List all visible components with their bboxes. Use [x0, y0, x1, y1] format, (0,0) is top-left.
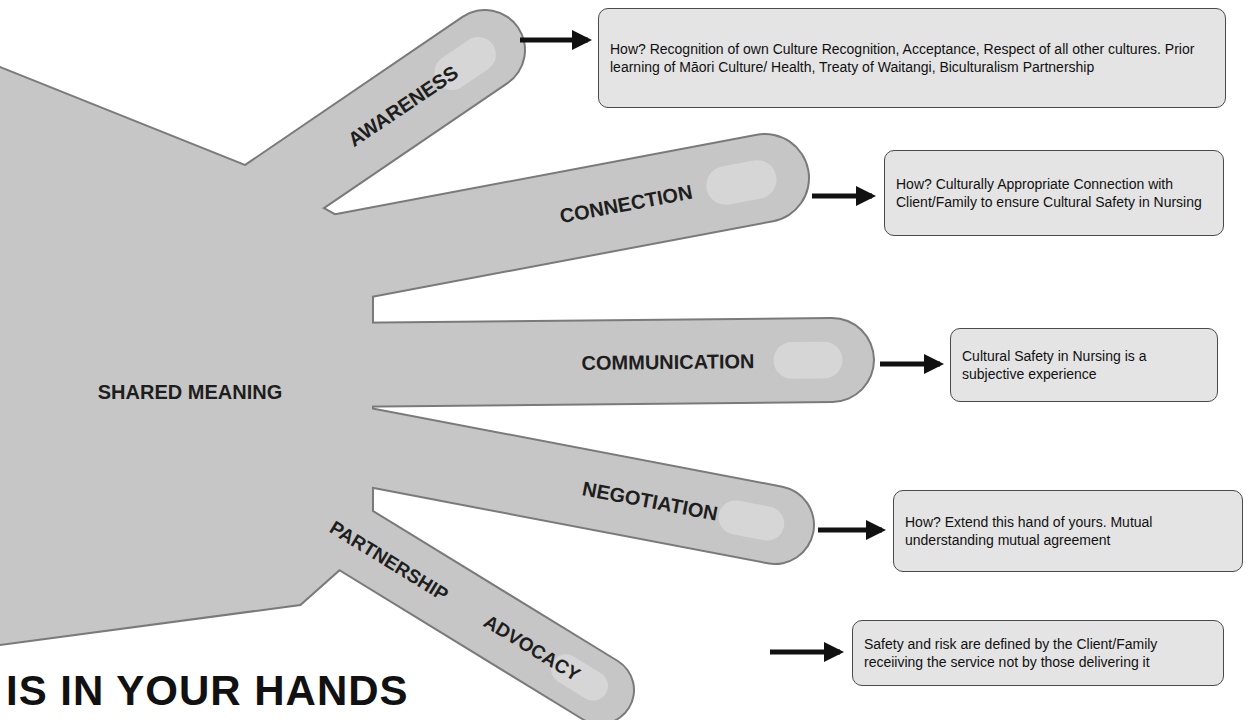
finger [250, 50, 485, 210]
finger [330, 440, 775, 525]
callout-box: How? Culturally Appropriate Connection w… [884, 150, 1224, 236]
finger-label: COMMUNICATION [581, 351, 754, 373]
finger-label: SHARED MEANING [98, 382, 282, 402]
callout-text: How? Culturally Appropriate Connection w… [896, 175, 1212, 211]
callout-text: Cultural Safety in Nursing is a subjecti… [962, 347, 1206, 383]
finger [290, 500, 600, 690]
finger [330, 178, 765, 260]
callout-box: How? Recognition of own Culture Recognit… [598, 8, 1226, 108]
leader-arrow [812, 194, 872, 199]
callout-text: Safety and risk are defined by the Clien… [864, 635, 1212, 671]
fingernail [736, 517, 767, 523]
callout-box: How? Extend this hand of yours. Mutual u… [893, 490, 1243, 572]
finger-outline [330, 440, 775, 525]
leader-arrow [770, 650, 840, 655]
callout-box: Cultural Safety in Nursing is a subjecti… [950, 328, 1218, 402]
fingernail [792, 342, 824, 379]
finger-outline [330, 178, 765, 260]
callout-text: How? Recognition of own Culture Recognit… [610, 40, 1214, 76]
fingernail [726, 179, 757, 185]
finger-outline [330, 360, 832, 365]
finger-outline [250, 50, 485, 210]
title: IS IN YOUR HANDS [6, 670, 409, 712]
leader-arrow [880, 362, 940, 367]
finger [330, 360, 832, 365]
callout-text: How? Extend this hand of yours. Mutual u… [905, 513, 1231, 549]
finger-outline [290, 500, 600, 690]
leader-arrow [818, 528, 882, 533]
callout-box: Safety and risk are defined by the Clien… [852, 620, 1224, 686]
leader-arrow [520, 38, 588, 43]
